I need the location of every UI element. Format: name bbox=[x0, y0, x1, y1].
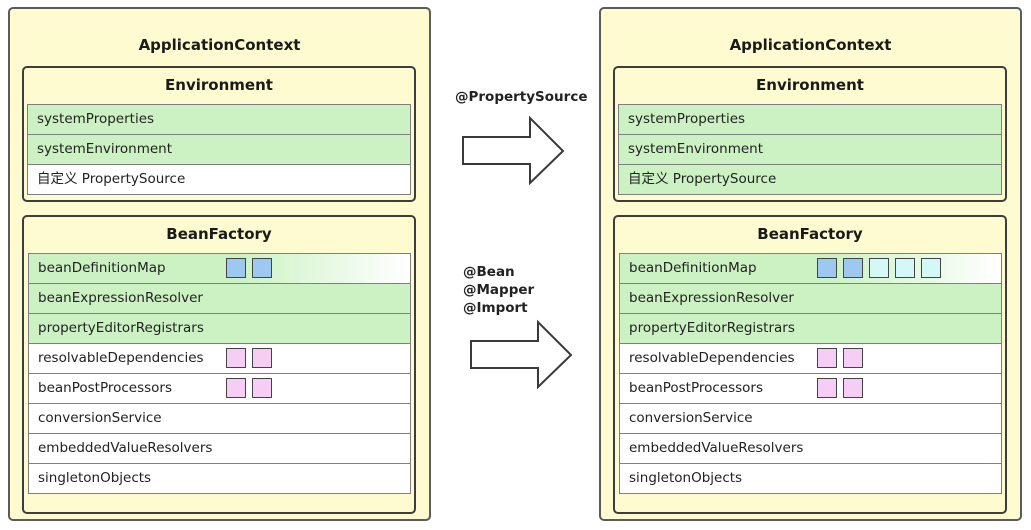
bf-row-label: beanDefinitionMap bbox=[629, 260, 757, 276]
bean-definition-square bbox=[817, 258, 837, 278]
env-row-system-properties: systemProperties bbox=[619, 105, 1001, 134]
mapper-annotation-label: @Mapper bbox=[463, 282, 535, 298]
application-context-title: ApplicationContext bbox=[729, 36, 892, 54]
bean-definition-square-new bbox=[895, 258, 915, 278]
bf-row-bean-expression-resolver: beanExpressionResolver bbox=[620, 283, 1001, 313]
bean-post-processor-squares bbox=[817, 378, 863, 398]
bean-definition-squares bbox=[226, 258, 272, 278]
bf-row-singleton-objects: singletonObjects bbox=[620, 463, 1001, 493]
bean-definition-square-new bbox=[921, 258, 941, 278]
application-context-title: ApplicationContext bbox=[138, 36, 301, 54]
property-source-arrow-icon bbox=[462, 115, 565, 186]
resolvable-dependency-squares bbox=[817, 348, 863, 368]
bean-post-processor-square bbox=[843, 378, 863, 398]
env-row-custom-property-source: 自定义 PropertySource bbox=[619, 164, 1001, 194]
resolvable-dependency-squares bbox=[226, 348, 272, 368]
beanfactory-rows: beanDefinitionMap beanExpressionResolver… bbox=[619, 253, 1002, 494]
bean-definition-squares bbox=[817, 258, 941, 278]
bf-row-resolvable-dependencies: resolvableDependencies bbox=[620, 343, 1001, 373]
env-row-custom-property-source: 自定义 PropertySource bbox=[28, 164, 410, 194]
beanfactory-panel: BeanFactory beanDefinitionMap beanExpres… bbox=[22, 215, 416, 514]
bean-post-processor-squares bbox=[226, 378, 272, 398]
beanfactory-rows: beanDefinitionMap beanExpressionResolver… bbox=[28, 253, 411, 494]
bf-row-embedded-value-resolvers: embeddedValueResolvers bbox=[620, 433, 1001, 463]
beanfactory-panel: BeanFactory beanDefinitionMap beanExpres… bbox=[613, 215, 1007, 514]
bean-post-processor-square bbox=[817, 378, 837, 398]
bf-row-property-editor-registrars: propertyEditorRegistrars bbox=[29, 313, 410, 343]
bf-row-conversion-service: conversionService bbox=[620, 403, 1001, 433]
env-row-system-properties: systemProperties bbox=[28, 105, 410, 134]
resolvable-dependency-square bbox=[843, 348, 863, 368]
bf-row-label: beanPostProcessors bbox=[38, 380, 173, 396]
bean-definition-square bbox=[843, 258, 863, 278]
resolvable-dependency-square bbox=[817, 348, 837, 368]
bf-row-embedded-value-resolvers: embeddedValueResolvers bbox=[29, 433, 410, 463]
property-source-label: @PropertySource bbox=[455, 89, 588, 105]
bean-post-processor-square bbox=[252, 378, 272, 398]
bf-row-resolvable-dependencies: resolvableDependencies bbox=[29, 343, 410, 373]
bf-row-conversion-service: conversionService bbox=[29, 403, 410, 433]
bf-row-singleton-objects: singletonObjects bbox=[29, 463, 410, 493]
bean-definition-square-new bbox=[869, 258, 889, 278]
import-annotation-label: @Import bbox=[463, 300, 528, 316]
bf-row-bean-definition-map: beanDefinitionMap bbox=[620, 254, 1001, 283]
bf-row-label: resolvableDependencies bbox=[629, 350, 795, 366]
bf-row-label: beanPostProcessors bbox=[629, 380, 764, 396]
environment-title: Environment bbox=[756, 76, 864, 94]
resolvable-dependency-square bbox=[252, 348, 272, 368]
bf-row-bean-post-processors: beanPostProcessors bbox=[620, 373, 1001, 403]
bf-row-label: beanDefinitionMap bbox=[38, 260, 166, 276]
bf-row-bean-expression-resolver: beanExpressionResolver bbox=[29, 283, 410, 313]
env-row-system-environment: systemEnvironment bbox=[28, 134, 410, 164]
application-context-before: ApplicationContext Environment systemPro… bbox=[8, 7, 431, 521]
bean-definition-square bbox=[226, 258, 246, 278]
environment-title: Environment bbox=[165, 76, 273, 94]
bf-row-bean-post-processors: beanPostProcessors bbox=[29, 373, 410, 403]
env-row-system-environment: systemEnvironment bbox=[619, 134, 1001, 164]
bean-post-processor-square bbox=[226, 378, 246, 398]
application-context-after: ApplicationContext Environment systemPro… bbox=[599, 7, 1022, 521]
bean-definition-square bbox=[252, 258, 272, 278]
bean-annotation-label: @Bean bbox=[463, 264, 515, 280]
bean-registration-arrow-icon bbox=[470, 319, 573, 390]
environment-panel: Environment systemProperties systemEnvir… bbox=[613, 66, 1007, 202]
beanfactory-title: BeanFactory bbox=[757, 225, 863, 243]
bf-row-label: resolvableDependencies bbox=[38, 350, 204, 366]
environment-rows: systemProperties systemEnvironment 自定义 P… bbox=[27, 104, 411, 195]
environment-panel: Environment systemProperties systemEnvir… bbox=[22, 66, 416, 202]
bf-row-bean-definition-map: beanDefinitionMap bbox=[29, 254, 410, 283]
environment-rows: systemProperties systemEnvironment 自定义 P… bbox=[618, 104, 1002, 195]
resolvable-dependency-square bbox=[226, 348, 246, 368]
bf-row-property-editor-registrars: propertyEditorRegistrars bbox=[620, 313, 1001, 343]
beanfactory-title: BeanFactory bbox=[166, 225, 272, 243]
